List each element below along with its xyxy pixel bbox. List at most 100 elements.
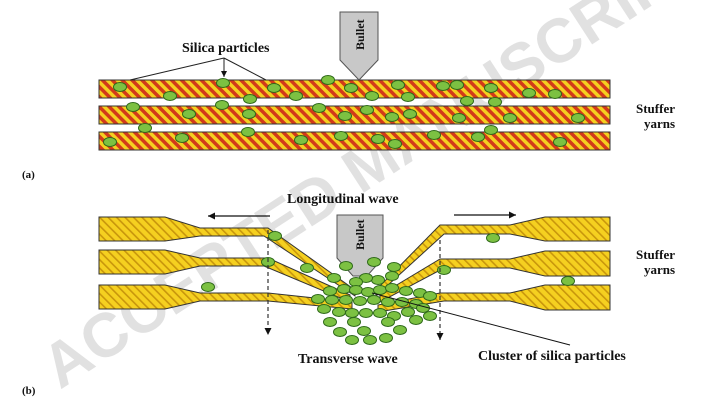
silica-particle [242, 109, 256, 119]
silica-particle [113, 82, 127, 92]
silica-particle [339, 295, 353, 305]
bullet-a: Bullet [339, 11, 379, 81]
silica-particle [349, 285, 363, 295]
silica-particle [339, 261, 353, 271]
silica-particle [385, 271, 399, 281]
silica-particle [488, 97, 502, 107]
cluster-label: Cluster of silica particles [478, 349, 626, 364]
silica-particle [548, 89, 562, 99]
silica-particle [243, 94, 257, 104]
silica-particle [338, 111, 352, 121]
silica-particle [294, 135, 308, 145]
particles-b [201, 231, 575, 345]
silica-particle [385, 283, 399, 293]
silica-particle [388, 139, 402, 149]
silica-particle [367, 295, 381, 305]
silica-particle [300, 263, 314, 273]
silica-particle [503, 113, 517, 123]
silica-particle [267, 83, 281, 93]
silica-particle [311, 294, 325, 304]
silica-particle [289, 91, 303, 101]
particles-a [103, 75, 585, 149]
panel-a-tag: (a) [22, 169, 35, 181]
silica-particle [460, 96, 474, 106]
silica-particle [359, 308, 373, 318]
silica-particle [553, 137, 567, 147]
silica-particle [371, 134, 385, 144]
silica-particle [381, 317, 395, 327]
transverse-wave-label: Transverse wave [298, 352, 398, 367]
silica-particle [363, 335, 377, 345]
silica-particle [423, 311, 437, 321]
silica-particle [317, 304, 331, 314]
silica-particle [522, 88, 536, 98]
silica-particle [182, 109, 196, 119]
bullet-b-label: Bullet [353, 219, 367, 250]
silica-particle [385, 112, 399, 122]
silica-particle [403, 109, 417, 119]
silica-particle [337, 284, 351, 294]
silica-particle [427, 130, 441, 140]
silica-particle [436, 81, 450, 91]
silica-particle [401, 92, 415, 102]
panel-a: Bullet Silica particles Stuffer yarns (a… [22, 11, 675, 181]
silica-particle [103, 137, 117, 147]
silica-particle [401, 307, 415, 317]
silica-particle [325, 295, 339, 305]
bullet-a-label: Bullet [353, 19, 367, 50]
silica-particle [367, 257, 381, 267]
silica-particle [471, 132, 485, 142]
silica-particle [437, 265, 451, 275]
silica-particle [393, 325, 407, 335]
silica-particle [371, 275, 385, 285]
longitudinal-wave-label: Longitudinal wave [287, 192, 399, 207]
stuffer-yarns-label-b-2: yarns [644, 262, 675, 277]
silica-particle [332, 307, 346, 317]
stuffer-yarns-label-a-1: Stuffer [636, 101, 675, 116]
silica-particle [215, 100, 229, 110]
silica-particle [571, 113, 585, 123]
silica-particle [387, 262, 401, 272]
silica-particle [353, 296, 367, 306]
panel-b: Longitudinal wave Bullet Transverse wave… [22, 192, 675, 397]
silica-particle [345, 335, 359, 345]
silica-particle [175, 133, 189, 143]
silica-particle [373, 308, 387, 318]
silica-particle [450, 80, 464, 90]
silica-particle [323, 286, 337, 296]
yarn-b-left-1 [98, 216, 356, 297]
yarn-a-2 [98, 105, 611, 125]
silica-particle [312, 103, 326, 113]
silica-particle [334, 131, 348, 141]
silica-particle [561, 276, 575, 286]
silica-particle [241, 127, 255, 137]
silica-callout-label: Silica particles [182, 41, 270, 56]
silica-particle [323, 317, 337, 327]
silica-particle [216, 78, 230, 88]
silica-particle [379, 333, 393, 343]
silica-particle [163, 91, 177, 101]
silica-particle [345, 308, 359, 318]
silica-particle [268, 231, 282, 241]
silica-particle [360, 105, 374, 115]
silica-particle [409, 315, 423, 325]
silica-particle [484, 83, 498, 93]
stuffer-yarns-label-a-2: yarns [644, 116, 675, 131]
silica-particle [486, 233, 500, 243]
silica-particle [126, 102, 140, 112]
silica-particle [357, 326, 371, 336]
silica-particle [484, 125, 498, 135]
silica-particle [201, 282, 215, 292]
panel-b-tag: (b) [22, 385, 36, 397]
silica-particle [321, 75, 335, 85]
silica-particle [138, 123, 152, 133]
yarn-a-3 [98, 131, 611, 151]
silica-particle [344, 83, 358, 93]
silica-particle [347, 317, 361, 327]
silica-particle [391, 80, 405, 90]
silica-particle [373, 285, 387, 295]
silica-particle [327, 273, 341, 283]
stuffer-yarns-label-b-1: Stuffer [636, 247, 675, 262]
silica-particle [365, 91, 379, 101]
